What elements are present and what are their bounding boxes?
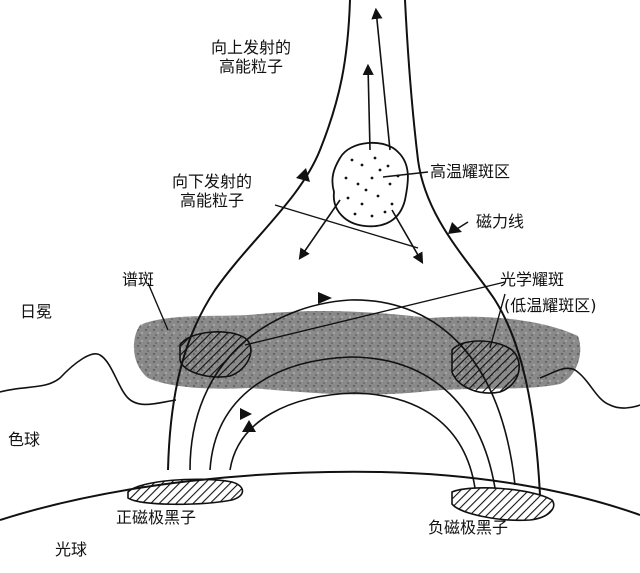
leader-field-line bbox=[451, 221, 469, 233]
label-chromosphere: 色球 bbox=[8, 430, 41, 449]
loop-arrow-mid bbox=[240, 408, 252, 420]
loop-arrow-top bbox=[318, 292, 332, 304]
label-up-particles: 向上发射的 高能粒子 bbox=[211, 38, 291, 76]
fieldline-arrow-right bbox=[448, 222, 462, 234]
label-corona: 日冕 bbox=[20, 302, 53, 321]
label-positive-sunspot: 正磁极黑子 bbox=[116, 508, 197, 527]
label-down-particles-line2: 高能粒子 bbox=[180, 191, 245, 211]
field-line-left bbox=[167, 0, 351, 471]
label-cool-flare: (低温耀斑区) bbox=[504, 296, 597, 315]
label-field-line: 磁力线 bbox=[476, 212, 525, 231]
label-up-particles-line1: 向上发射的 bbox=[211, 38, 292, 57]
negative-sunspot bbox=[451, 487, 555, 522]
label-down-particles-line1: 向下发射的 bbox=[172, 172, 253, 191]
hot-flare-region bbox=[331, 141, 409, 228]
up-particle-arrow-2 bbox=[371, 7, 391, 151]
label-up-particles-line2: 高能粒子 bbox=[219, 57, 284, 77]
optical-flare-left bbox=[179, 331, 252, 378]
down-particle-arrow-1 bbox=[298, 199, 341, 260]
photosphere-limb bbox=[0, 470, 640, 521]
loop-mid bbox=[209, 356, 496, 489]
label-plage: 谱斑 bbox=[122, 270, 155, 289]
chromosphere-boundary bbox=[0, 353, 177, 406]
label-down-particles: 向下发射的 高能粒子 bbox=[172, 172, 252, 210]
down-particle-arrow-2 bbox=[391, 209, 424, 264]
field-line-right bbox=[404, 0, 541, 496]
leader-optical-flare bbox=[244, 281, 506, 346]
leader-optical-flare-2 bbox=[489, 293, 506, 349]
leader-hot-flare bbox=[382, 171, 429, 178]
leader-plage bbox=[147, 282, 169, 331]
label-photosphere: 光球 bbox=[55, 540, 88, 559]
label-hot-flare: 高温耀斑区 bbox=[430, 162, 511, 181]
label-negative-sunspot: 负磁极黑子 bbox=[428, 518, 509, 537]
leader-down-particles bbox=[274, 204, 419, 249]
optical-flare-right bbox=[451, 340, 520, 394]
loop-arrow-low bbox=[242, 420, 256, 432]
label-optical-flare: 光学耀斑 bbox=[500, 270, 565, 289]
fieldline-arrow-left bbox=[296, 168, 310, 182]
up-particle-arrow-1 bbox=[362, 63, 374, 151]
chromosphere-boundary-right bbox=[539, 367, 640, 409]
positive-sunspot bbox=[127, 478, 244, 506]
